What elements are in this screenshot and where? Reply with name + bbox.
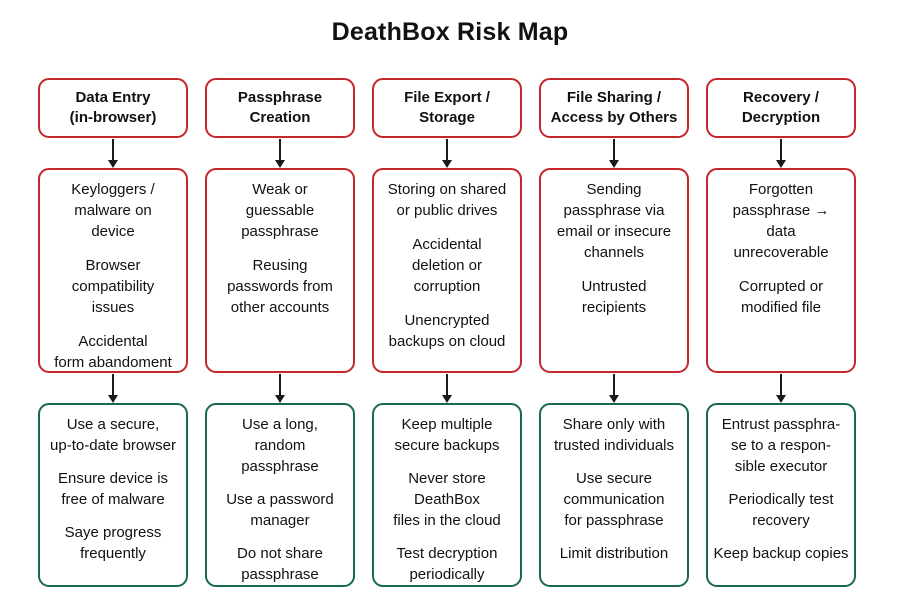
arrow-head — [275, 159, 285, 168]
column-file-sharing: File Sharing / Access by Others Sending … — [539, 78, 689, 587]
stage-box-file-sharing: File Sharing / Access by Others — [539, 78, 689, 138]
arrow-line — [112, 138, 114, 160]
arrow-head — [609, 159, 619, 168]
arrow-head — [776, 159, 786, 168]
risk-item: Weak or guessable passphrase — [241, 181, 319, 240]
arrow-line — [780, 138, 782, 160]
mitigation-box-file-export: Keep multiple secure backups Never store… — [372, 403, 522, 587]
risk-item: Keyloggers / malware on device — [71, 181, 155, 240]
mitigation-item: Use a long, random passphrase — [241, 416, 319, 475]
arrow-head — [442, 159, 452, 168]
risk-item: Accidental form abandoment — [54, 333, 172, 371]
risk-item: Accidental deletion or corruption — [411, 236, 483, 295]
page-title: DeathBox Risk Map — [331, 18, 569, 46]
mitigation-item: Use secure communication for passphrase — [563, 470, 665, 529]
arrow-down-icon — [108, 138, 118, 168]
arrow-head — [108, 159, 118, 168]
arrow-down-icon — [776, 138, 786, 168]
risk-item: Reusing passwords from other accounts — [227, 257, 333, 316]
arrow-line — [446, 373, 448, 395]
mitigation-box-passphrase-creation: Use a long, random passphrase Use a pass… — [205, 403, 355, 587]
mitigation-box-recovery: Entrust passphra- se to a respon- sible … — [706, 403, 856, 587]
mitigation-box-data-entry: Use a secure, up-to-date browser Ensure … — [38, 403, 188, 587]
stage-box-data-entry: Data Entry (in-browser) — [38, 78, 188, 138]
mitigation-item: Do not share passphrase — [237, 545, 323, 583]
arrow-line — [613, 138, 615, 160]
mitigation-item: Keep backup copies — [713, 545, 849, 562]
arrow-down-icon — [108, 373, 118, 403]
arrow-down-icon — [776, 373, 786, 403]
arrow-down-icon — [609, 138, 619, 168]
stage-box-passphrase-creation: Passphrase Creation — [205, 78, 355, 138]
column-recovery: Recovery / Decryption Forgotten passphra… — [706, 78, 856, 587]
risk-box-recovery: Forgotten passphrase → data unrecoverabl… — [706, 168, 856, 373]
risk-box-data-entry: Keyloggers / malware on device Browser c… — [38, 168, 188, 373]
stage-box-recovery: Recovery / Decryption — [706, 78, 856, 138]
arrow-down-icon — [275, 373, 285, 403]
arrow-line — [780, 373, 782, 395]
risk-item: Browser compatibility issues — [71, 257, 155, 316]
risk-box-passphrase-creation: Weak or guessable passphrase Reusing pas… — [205, 168, 355, 373]
columns-grid: Data Entry (in-browser) Keyloggers / mal… — [38, 78, 856, 587]
stage-box-file-export: File Export / Storage — [372, 78, 522, 138]
mitigation-item: Test decryption periodically — [396, 545, 498, 583]
mitigation-item: Use a password manager — [226, 491, 334, 529]
mitigation-item: Ensure device is free of malware — [57, 470, 169, 508]
arrow-head — [609, 394, 619, 403]
risk-item: Corrupted or modified file — [738, 278, 824, 316]
risk-box-file-export: Storing on shared or public drives Accid… — [372, 168, 522, 373]
column-file-export: File Export / Storage Storing on shared … — [372, 78, 522, 587]
mitigation-item: Periodically test recovery — [728, 491, 834, 529]
mitigation-item: Share only with trusted individuals — [553, 416, 675, 454]
arrow-head — [275, 394, 285, 403]
risk-item: Untrusted recipients — [581, 278, 647, 316]
arrow-down-icon — [275, 138, 285, 168]
risk-box-file-sharing: Sending passphrase via email or insecure… — [539, 168, 689, 373]
arrow-line — [112, 373, 114, 395]
mitigation-item: Saye progress frequently — [64, 524, 162, 562]
arrow-down-icon — [442, 373, 452, 403]
mitigation-item: Entrust passphra- se to a respon- sible … — [721, 416, 841, 475]
arrow-line — [279, 138, 281, 160]
column-passphrase-creation: Passphrase Creation Weak or guessable pa… — [205, 78, 355, 587]
risk-item: Storing on shared or public drives — [387, 181, 507, 219]
arrow-head — [442, 394, 452, 403]
mitigation-item: Never store DeathBox files in the cloud — [393, 470, 501, 529]
mitigation-box-file-sharing: Share only with trusted individuals Use … — [539, 403, 689, 587]
mitigation-item: Use a secure, up-to-date browser — [50, 416, 176, 454]
arrow-down-icon — [442, 138, 452, 168]
mitigation-item: Limit distribution — [559, 545, 669, 562]
arrow-line — [613, 373, 615, 395]
arrow-down-icon — [609, 373, 619, 403]
arrow-head — [776, 394, 786, 403]
risk-item: Forgotten passphrase → data unrecoverabl… — [732, 181, 830, 261]
risk-item: Sending passphrase via email or insecure… — [556, 181, 672, 261]
arrow-line — [446, 138, 448, 160]
column-data-entry: Data Entry (in-browser) Keyloggers / mal… — [38, 78, 188, 587]
risk-item: Unencrypted backups on cloud — [388, 312, 506, 350]
arrow-line — [279, 373, 281, 395]
mitigation-item: Keep multiple secure backups — [394, 416, 500, 454]
arrow-head — [108, 394, 118, 403]
